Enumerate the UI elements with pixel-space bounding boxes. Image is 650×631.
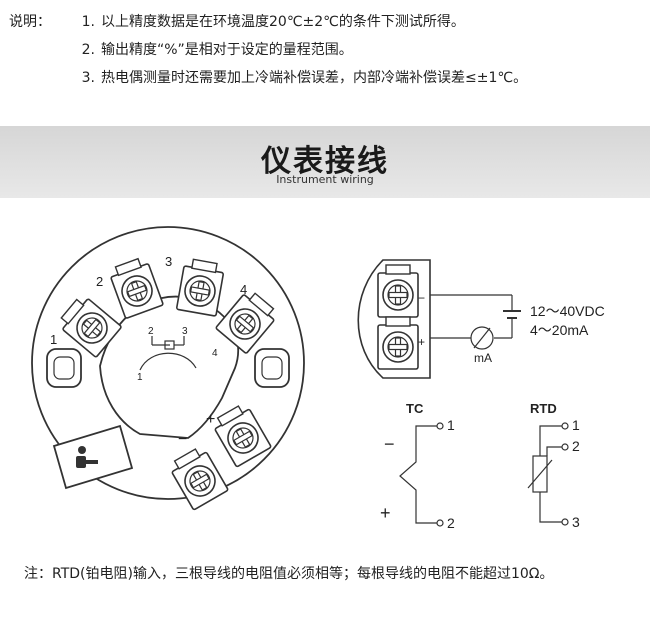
power-plus-label: + — [418, 335, 425, 349]
outer-label-2: 2 — [96, 274, 103, 289]
tc-diagram: TC − + 1 2 — [380, 401, 455, 531]
rtd-title: RTD — [530, 401, 557, 416]
section-subtitle: Instrument wiring — [276, 173, 374, 186]
inner-label-4: 4 — [212, 348, 218, 359]
note-number: 1. — [81, 14, 95, 30]
note-3: 3. 热电偶测量时还需要加上冷端补偿误差，内部冷端补偿误差≤±1℃。 — [9, 64, 527, 92]
rtd-terminal-1: 1 — [572, 417, 580, 433]
outer-label-3: 3 — [165, 254, 172, 269]
wiring-diagram: 1 2 3 4 1 2 3 4 − + − + mA 12～40VDC 4～20 — [31, 226, 605, 531]
label-plate — [52, 424, 134, 490]
tc-plus-label: + — [380, 503, 391, 523]
note-2: 2. 输出精度“%”是相对于设定的量程范围。 — [9, 36, 527, 64]
power-screw-minus — [377, 264, 419, 318]
mount-hole-left — [46, 348, 82, 388]
inner-label-2: 2 — [148, 326, 154, 337]
block-plus-label: + — [206, 411, 215, 428]
power-wires — [430, 294, 521, 350]
meter-label: mA — [474, 351, 492, 365]
note-text: 以上精度数据是在环境温度20℃±2℃的条件下测试所得。 — [101, 14, 465, 30]
mount-hole-right — [254, 348, 290, 388]
note-text: 输出精度“%”是相对于设定的量程范围。 — [101, 42, 353, 58]
tc-terminal-1: 1 — [447, 417, 455, 433]
rtd-terminal-3: 3 — [572, 514, 580, 530]
power-connector — [357, 259, 431, 379]
terminal-labels: 1 2 3 4 1 2 3 4 − + — [50, 254, 247, 448]
footer-note: 注：RTD(铂电阻)输入，三根导线的电阻值必须相等；每根导线的电阻不能超过10Ω… — [24, 566, 554, 582]
inner-label-3: 3 — [182, 326, 188, 337]
tc-terminal-2: 2 — [447, 515, 455, 531]
outer-label-4: 4 — [240, 282, 247, 297]
rtd-diagram: RTD 1 2 3 — [527, 401, 580, 530]
tc-title: TC — [406, 401, 424, 416]
outer-label-1: 1 — [50, 332, 57, 347]
note-text: 热电偶测量时还需要加上冷端补偿误差，内部冷端补偿误差≤±1℃。 — [101, 70, 528, 86]
note-number: 2. — [81, 42, 95, 58]
power-minus-label: − — [418, 291, 425, 305]
rtd-terminal-2: 2 — [572, 438, 580, 454]
power-screw-plus — [377, 316, 419, 370]
section-title: 仪表接线 — [261, 144, 389, 179]
section-banner: 仪表接线 Instrument wiring — [0, 126, 650, 198]
note-1: 说明： 1. 以上精度数据是在环境温度20℃±2℃的条件下测试所得。 — [9, 8, 527, 36]
note-number: 3. — [81, 70, 95, 86]
inner-label-1: 1 — [137, 372, 143, 383]
block-minus-label: − — [178, 431, 187, 448]
internal-wiring — [139, 336, 197, 371]
tc-minus-label: − — [384, 434, 395, 454]
current-label: 4～20mA — [530, 322, 589, 338]
voltage-label: 12～40VDC — [530, 303, 605, 319]
notes-section: 说明： 1. 以上精度数据是在环境温度20℃±2℃的条件下测试所得。 2. 输出… — [9, 8, 527, 92]
notes-prefix: 说明： — [9, 14, 51, 30]
person-icon — [76, 446, 98, 468]
